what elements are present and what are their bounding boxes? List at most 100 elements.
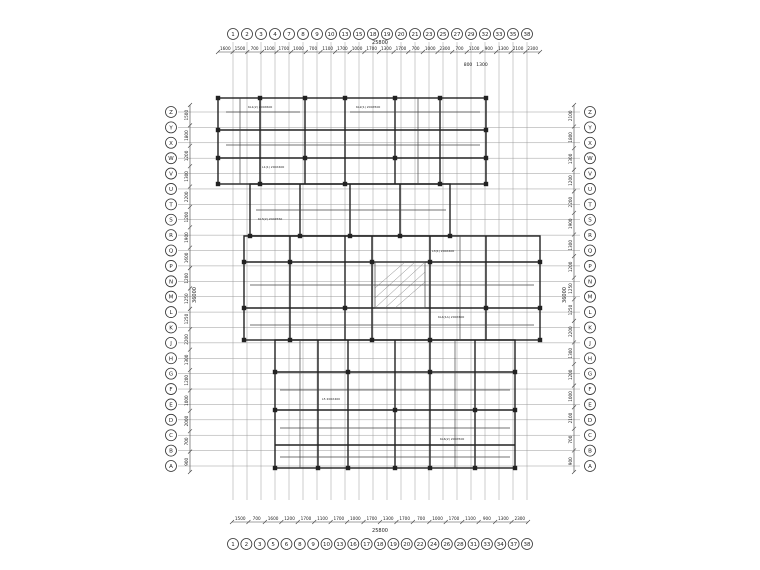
right-dim-tick [571,124,577,129]
bottom-dim-tick [262,519,268,525]
bottom-axis-label: 22 [417,542,424,548]
right-axis-bubble [584,429,596,442]
bottom-dim-value: 1100 [465,516,476,521]
right-axis-bubble [584,444,596,457]
axis-gridlines [178,42,580,500]
beam-label: KL4(1A) 200X600 [438,315,464,319]
beam-lines [226,98,534,468]
beam-label: KL1(2) 200X600 [248,105,272,109]
top-dim-tick [288,49,294,55]
right-axis-label: L [588,310,592,316]
right-dim-tick [571,448,577,453]
left-axis-label: W [168,156,174,162]
top-axis-label: 19 [384,32,391,38]
left-axis-bubble [165,398,177,411]
bottom-axis-label: 37 [510,542,517,548]
column [537,337,543,343]
right-axis-bubble [584,106,596,118]
right-dim-value: 1000 [568,391,573,402]
top-dim-value: 1300 [498,46,509,51]
top-axis-bubble [255,28,267,40]
top-axis-label: 18 [370,32,377,38]
top-dim-value: 1700 [337,46,348,51]
right-axis-bubble [584,229,596,242]
bottom-dim-tick [476,519,481,525]
bottom-dim-tick [443,519,448,525]
left-axis-label: V [169,172,173,178]
top-axis-bubble [297,28,309,40]
column [215,95,221,101]
overall-dimension-left: 36000 [192,287,198,303]
left-dim-tick [187,367,193,373]
bottom-axis-bubble [427,538,440,550]
left-axis-bubble [165,413,177,426]
bottom-dim-value: 2300 [514,516,525,521]
column [512,465,518,471]
left-axis-bubble [165,383,177,395]
right-axis-bubble [584,367,596,380]
column [215,181,221,187]
right-axis-bubble [584,383,596,395]
beam-label: KL3(2) 200X550 [258,217,282,221]
top-axis-bubble [325,28,337,40]
bottom-dim-tick [427,519,432,525]
right-axis-label: T [587,202,592,208]
column [437,95,443,101]
top-axis-label: 35 [510,32,517,38]
left-axis-label: L [169,310,173,316]
bottom-dim-tick [525,519,531,525]
left-axis-label: E [169,402,173,408]
right-axis-label: C [588,433,592,439]
top-subdimension-b: 1300 [476,62,488,68]
left-dim-value: 2200 [184,191,189,202]
right-dim-value: 2200 [568,326,573,337]
right-dim-tick [571,253,577,259]
top-axis-label: 21 [412,32,419,38]
right-dim-value: 1200 [568,261,573,272]
column [472,465,478,471]
bottom-axis-label: 18 [377,542,384,548]
top-dim-value: 700 [309,46,317,51]
top-axis-label: 9 [315,32,319,38]
right-axis-label: H [588,356,592,362]
beam-label: KL6(2) 200X500 [440,437,464,441]
bottom-axis-label: 20 [403,542,410,548]
left-axis-label: F [169,387,172,393]
bottom-axis-label: 34 [497,542,504,548]
top-dim-tick [435,49,440,55]
top-dim-tick [332,49,338,55]
left-axis-label: X [169,141,173,147]
bottom-axis-bubble [360,538,373,550]
left-dim-tick [187,265,193,271]
top-dim-tick [449,49,455,55]
top-axis-bubble [507,28,519,40]
left-axis-label: Q [169,249,174,255]
left-axis-bubble [165,352,177,365]
right-dim-value: 1200 [568,369,573,380]
left-dim-value: 1200 [184,273,189,284]
left-axis-bubble [165,106,177,118]
column [537,259,543,265]
column [483,181,489,187]
left-axis-label: H [169,356,173,362]
right-dim-value: 2100 [568,110,573,121]
column [369,259,375,265]
column [302,95,308,101]
top-axis-label: 15 [356,32,363,38]
column [392,465,398,471]
bottom-axis-bubble [414,538,426,550]
right-axis-bubble [584,121,596,134]
column [247,233,253,239]
bottom-axis-label: 8 [298,542,302,548]
right-axis-label: V [588,172,592,178]
top-dim-value: 1000 [293,46,304,51]
left-dim-value: 1600 [184,252,189,263]
top-axis-bubble [479,28,491,40]
left-axis-label: U [169,187,173,193]
column [512,407,518,413]
right-axis-bubble [584,336,596,349]
right-axis-bubble [584,136,596,149]
top-axis-label: 7 [287,32,291,38]
right-dim-tick [571,210,577,216]
